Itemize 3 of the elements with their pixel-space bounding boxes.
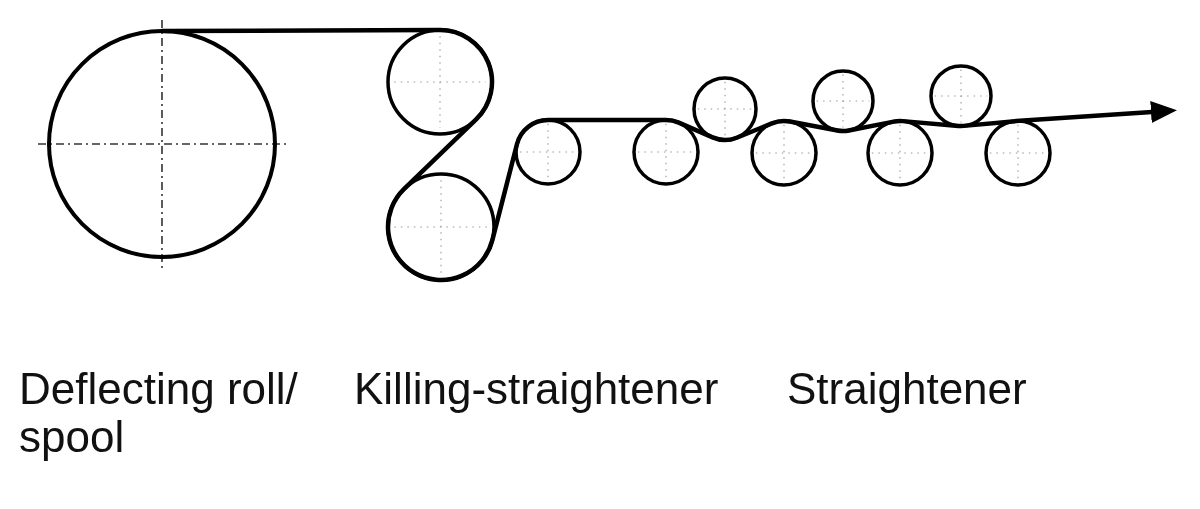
part-label: Deflecting roll/ spool: [19, 365, 299, 461]
part-label: Killing-straightener: [354, 365, 719, 413]
part-label: Straightener: [787, 365, 1027, 413]
